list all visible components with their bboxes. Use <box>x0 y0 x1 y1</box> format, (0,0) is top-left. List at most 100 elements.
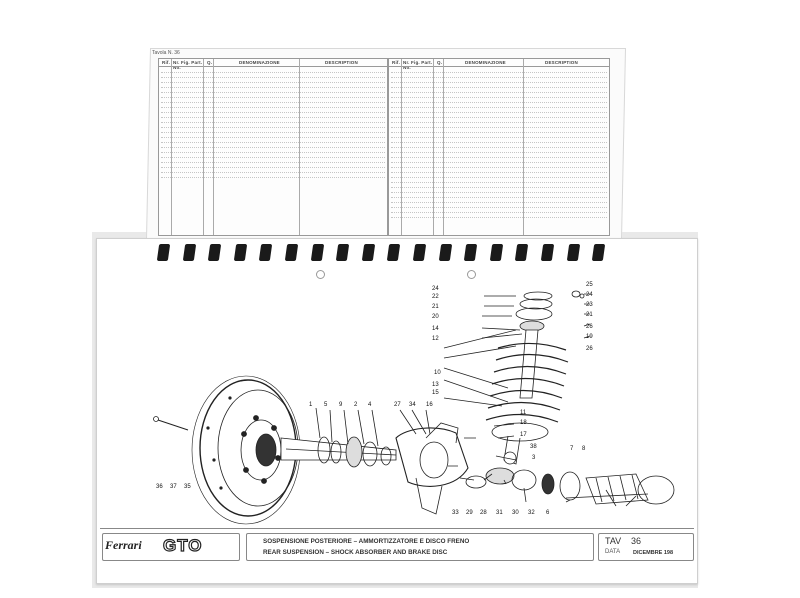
shock-absorber <box>485 291 569 465</box>
part-number-label: 24 <box>432 286 439 292</box>
table-row <box>391 134 607 139</box>
table-row <box>161 109 385 114</box>
part-number-label: 11 <box>520 410 527 416</box>
table-row <box>161 84 385 89</box>
part-number-label: 28 <box>480 510 487 516</box>
table-row <box>391 74 607 79</box>
date-value: DICEMBRE 198 <box>633 550 674 556</box>
table-row <box>161 79 385 84</box>
part-number-label: 9 <box>339 402 343 408</box>
col-part-no: Nr. Fig. Part. No. <box>403 60 433 70</box>
table-row <box>161 139 385 144</box>
table-row <box>391 139 607 144</box>
part-number-label: 15 <box>432 390 439 396</box>
table-row <box>391 109 607 114</box>
part-number-label: 36 <box>156 484 163 490</box>
part-number-label: 24 <box>586 292 593 298</box>
part-number-label: 25 <box>586 282 593 288</box>
table-row <box>161 164 385 169</box>
part-number-label: 29 <box>466 510 473 516</box>
hub-carrier <box>395 427 469 487</box>
col-denominazione: DENOMINAZIONE <box>465 60 506 65</box>
table-row <box>391 169 607 174</box>
part-number-label: 3 <box>532 455 536 461</box>
date-label: DATA <box>605 549 621 555</box>
tav-label: TAV <box>605 536 622 546</box>
punch-hole-left <box>316 270 325 279</box>
part-number-label: 12 <box>432 336 439 342</box>
table-row <box>391 124 607 129</box>
part-number-label: 16 <box>426 402 433 408</box>
punch-hole-right <box>467 270 476 279</box>
table-row <box>391 209 607 213</box>
part-number-label: 19 <box>586 334 593 340</box>
part-number-label: 26 <box>586 324 593 330</box>
part-number-label: 6 <box>546 510 550 516</box>
table-row <box>391 89 607 94</box>
table-row <box>391 114 607 119</box>
table-row <box>391 154 607 159</box>
part-number-label: 23 <box>586 302 593 308</box>
part-number-label: 10 <box>434 370 441 376</box>
table-row <box>161 89 385 94</box>
part-number-label: 18 <box>520 420 527 426</box>
parts-table-left: Rif. Nr. Fig. Part. No. Q. DENOMINAZIONE… <box>158 58 388 236</box>
caption-italian: SOSPENSIONE POSTERIORE – AMMORTIZZATORE … <box>263 538 470 545</box>
part-number-label: 1 <box>309 402 313 408</box>
logo-box: Ferrari GTO <box>102 533 240 561</box>
table-row <box>161 159 385 164</box>
part-number-label: 37 <box>170 484 177 490</box>
table-row <box>391 164 607 169</box>
brand-logo: Ferrari <box>105 538 142 552</box>
table-row <box>391 199 607 203</box>
table-row <box>391 129 607 134</box>
table-row <box>391 194 607 198</box>
table-row <box>161 149 385 154</box>
part-number-label: 2 <box>354 402 358 408</box>
col-qty: Q. <box>207 60 213 65</box>
title-block: Ferrari GTO SOSPENSIONE POSTERIORE – AMM… <box>100 528 694 563</box>
part-number-label: 20 <box>432 314 439 320</box>
table-row <box>391 189 607 194</box>
table-row <box>161 129 385 134</box>
table-row <box>161 74 385 79</box>
part-number-label: 7 <box>570 446 574 452</box>
col-part-no: Nr. Fig. Part. No. <box>173 60 203 70</box>
table-row <box>391 174 607 179</box>
table-row <box>391 144 607 149</box>
table-row <box>161 114 385 119</box>
part-number-label: 33 <box>452 510 459 516</box>
table-row <box>161 124 385 129</box>
part-number-label: 32 <box>528 510 535 516</box>
col-description: DESCRIPTION <box>545 60 578 65</box>
part-number-label: 22 <box>432 294 439 300</box>
table-row <box>391 184 607 189</box>
table-row <box>161 94 385 99</box>
tav-number: 36 <box>631 536 642 546</box>
diagram-page <box>96 238 698 584</box>
table-row <box>161 119 385 124</box>
page-bottom-margin <box>96 562 696 582</box>
col-denominazione: DENOMINAZIONE <box>239 60 280 65</box>
part-number-label: 34 <box>409 402 416 408</box>
part-number-label: 4 <box>368 402 372 408</box>
parts-rows-right <box>391 69 607 219</box>
plate-box: TAV 36 DATA DICEMBRE 198 <box>598 533 694 561</box>
table-row <box>391 204 607 208</box>
parts-table-right: Rif. Nr. Fig. Part. No. Q. DENOMINAZIONE… <box>388 58 610 236</box>
part-number-label: 31 <box>496 510 503 516</box>
table-row <box>391 84 607 89</box>
table-row <box>391 159 607 164</box>
table-row <box>161 104 385 109</box>
table-row <box>161 169 385 174</box>
table-row <box>161 144 385 149</box>
caption-box: SOSPENSIONE POSTERIORE – AMMORTIZZATORE … <box>246 533 594 561</box>
part-number-label: 38 <box>530 444 537 450</box>
col-qty: Q. <box>437 60 443 65</box>
table-row <box>161 134 385 139</box>
part-number-label: 8 <box>582 446 586 452</box>
table-row <box>391 69 607 74</box>
table-row <box>391 104 607 109</box>
parts-list-header: Tavola N. 36 <box>152 50 180 56</box>
